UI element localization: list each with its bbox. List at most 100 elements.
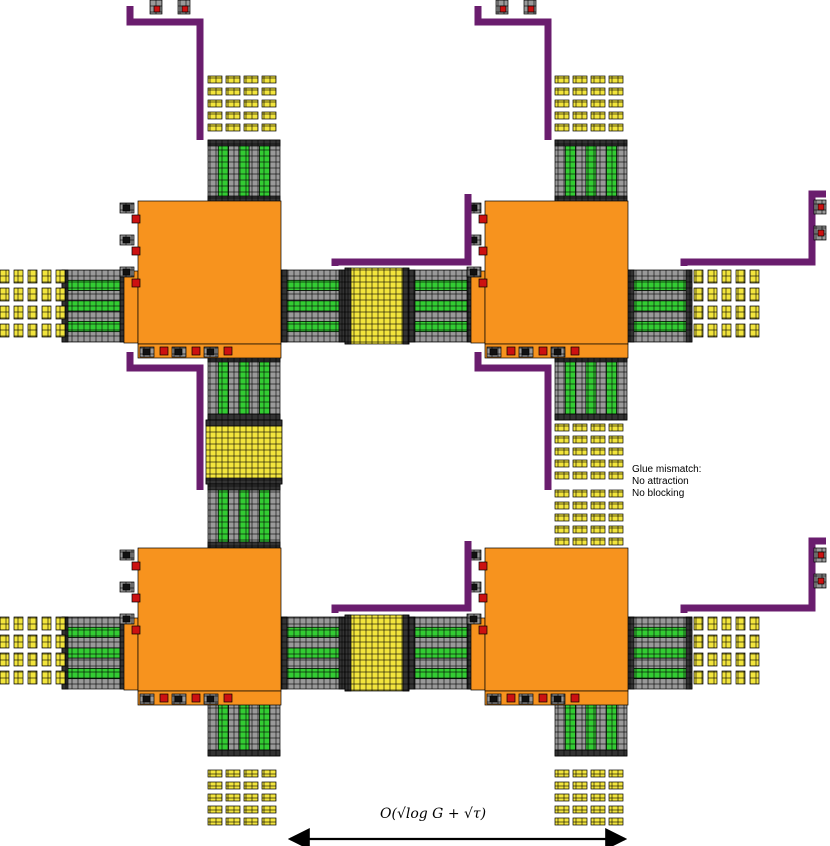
comb-left-bottom-tooth-grid: [42, 671, 51, 684]
comb-top-right-tooth-grid: [573, 76, 587, 83]
channel-left-mid-b-band-grid: [228, 484, 239, 548]
channel-bottom-right-down-band-grid: [585, 690, 597, 756]
comb-right-mid-lower-tooth-grid: [555, 514, 569, 521]
comb-bottom-left-tooth-grid: [262, 782, 276, 789]
block-bottom-right-left-notch-red: [478, 593, 488, 603]
comb-top-left-tooth-grid: [208, 124, 222, 131]
comb-right-bottom-tooth-grid: [708, 671, 717, 684]
comb-right-top-tooth-grid: [750, 270, 759, 283]
channel-mid-bottom-b-edge-grid: [467, 617, 473, 689]
block-bottom-right-left-notch-core: [469, 615, 478, 623]
comb-right-bottom-tooth-grid: [736, 635, 745, 648]
comb-bottom-right-tooth-grid: [609, 770, 623, 777]
comb-top-right-tooth-grid: [573, 124, 587, 131]
comb-right-mid-upper-tooth-grid: [609, 472, 623, 479]
connector-mid-bottom-edge-grid: [403, 615, 409, 691]
comb-right-top-tooth-grid: [694, 270, 703, 283]
comb-right-mid-upper-tooth-grid: [591, 472, 605, 479]
comb-bottom-right-tooth-grid: [591, 818, 605, 825]
block-top-right: [484, 200, 629, 345]
channel-right-bottom-band-grid: [628, 637, 692, 648]
comb-bottom-right-tooth-grid: [573, 818, 587, 825]
comb-right-mid-lower-tooth-grid: [609, 526, 623, 533]
comb-bottom-left-tooth-grid: [226, 794, 240, 801]
comb-left-top-tooth-grid: [14, 306, 23, 319]
comb-left-bottom-tooth-grid: [28, 653, 37, 666]
comb-left-bottom-tooth-grid: [14, 653, 23, 666]
comb-top-right-tooth-grid: [555, 112, 569, 119]
comb-bottom-left-tooth-grid: [208, 770, 222, 777]
comb-top-right-tooth-grid: [609, 124, 623, 131]
block-bottom-left-left-notch-core: [122, 615, 131, 623]
comb-right-top-tooth-grid: [722, 270, 731, 283]
block-top-right-bottom-notch-core: [553, 348, 562, 356]
comb-top-left-tooth-grid: [244, 100, 258, 107]
comb-right-bottom-tooth-grid: [750, 671, 759, 684]
comb-top-right-tooth-grid: [555, 124, 569, 131]
channel-left-mid-b-band-grid: [269, 484, 280, 548]
comb-right-mid-lower-tooth-grid: [591, 502, 605, 509]
comb-left-top-tooth-grid: [28, 288, 37, 301]
note-line-1: Glue mismatch:: [632, 464, 702, 475]
channel-mid-bottom-a-band-grid: [281, 617, 345, 628]
channel-left-mid-b-band-grid: [218, 484, 229, 548]
channel-top-right-up-edge-grid: [555, 140, 627, 146]
block-top-right-bottom-notch-red: [506, 346, 516, 356]
channel-left-bottom-band-grid: [62, 668, 126, 679]
comb-right-top-tooth-grid: [694, 324, 703, 337]
comb-right-mid-lower-tooth-grid: [555, 502, 569, 509]
comb-top-right-tooth-grid: [591, 112, 605, 119]
comb-right-mid-upper-tooth-grid: [591, 424, 605, 431]
comb-bottom-right-tooth-grid: [609, 794, 623, 801]
comb-left-bottom-tooth-grid: [0, 653, 9, 666]
comb-left-top-tooth-grid: [28, 306, 37, 319]
channel-right-bottom-edge-grid: [686, 617, 692, 689]
comb-top-right-tooth-grid: [573, 88, 587, 95]
comb-left-bottom-tooth-grid: [42, 635, 51, 648]
wire-top-tooth-red: [153, 5, 161, 13]
wire-right-top: [680, 190, 826, 266]
comb-right-mid-upper-tooth-grid: [555, 448, 569, 455]
wire-top-tooth-red: [181, 5, 189, 13]
comb-right-mid-upper-tooth-grid: [573, 460, 587, 467]
block-bottom-right-left-notch-red: [478, 625, 488, 635]
comb-right-mid-upper-tooth-grid: [555, 424, 569, 431]
comb-left-top-tooth-grid: [14, 324, 23, 337]
block-bottom-right-left-notch-red: [478, 561, 488, 571]
channel-bottom-right-down-band-grid: [606, 690, 617, 756]
comb-bottom-left-tooth-grid: [244, 818, 258, 825]
comb-right-bottom-tooth-grid: [694, 617, 703, 630]
block-bottom-left-bottom-notch-core: [206, 695, 215, 703]
channel-mid-top-b-band-grid: [409, 300, 473, 312]
channel-top-left-up-edge-grid: [208, 140, 280, 146]
comb-right-mid-lower-tooth-grid: [591, 514, 605, 521]
channel-right-top-band-grid: [628, 290, 692, 301]
comb-right-mid-lower-tooth-grid: [555, 526, 569, 533]
block-bottom-right-bottom-notch-red: [570, 693, 580, 703]
wire-top-tooth-red: [527, 5, 535, 13]
channel-bottom-left-down-band-grid: [269, 690, 280, 756]
channel-left-mid-a-band-grid: [208, 356, 219, 420]
wire-right-tooth-red: [817, 577, 825, 585]
channel-mid-bottom-a-band-grid: [281, 637, 345, 648]
comb-top-left-tooth-grid: [208, 88, 222, 95]
channel-right-bottom-band-grid: [628, 668, 692, 679]
comb-left-top-tooth-grid: [56, 324, 65, 337]
channel-right-bottom-band-grid: [628, 647, 692, 659]
channel-right-top-band-grid: [628, 300, 692, 312]
comb-right-mid-lower-tooth-grid: [609, 502, 623, 509]
block-top-left-left-notch-red: [131, 214, 141, 224]
block-top-left-left-notch-red: [131, 278, 141, 288]
comb-bottom-left-tooth-grid: [262, 806, 276, 813]
comb-top-left-tooth-grid: [244, 124, 258, 131]
block-top-left-left-notch-core: [122, 268, 131, 276]
comb-left-top-tooth-grid: [56, 288, 65, 301]
comb-bottom-left-tooth-grid: [208, 818, 222, 825]
comb-right-mid-upper-tooth-grid: [573, 448, 587, 455]
channel-left-top-band-grid: [62, 311, 126, 322]
comb-right-bottom-tooth-grid: [708, 617, 717, 630]
comb-right-bottom-tooth-grid: [708, 653, 717, 666]
channel-mid-bottom-b-band-grid: [409, 647, 473, 659]
comb-bottom-right-tooth-grid: [555, 806, 569, 813]
channel-left-top-band-grid: [62, 290, 126, 301]
